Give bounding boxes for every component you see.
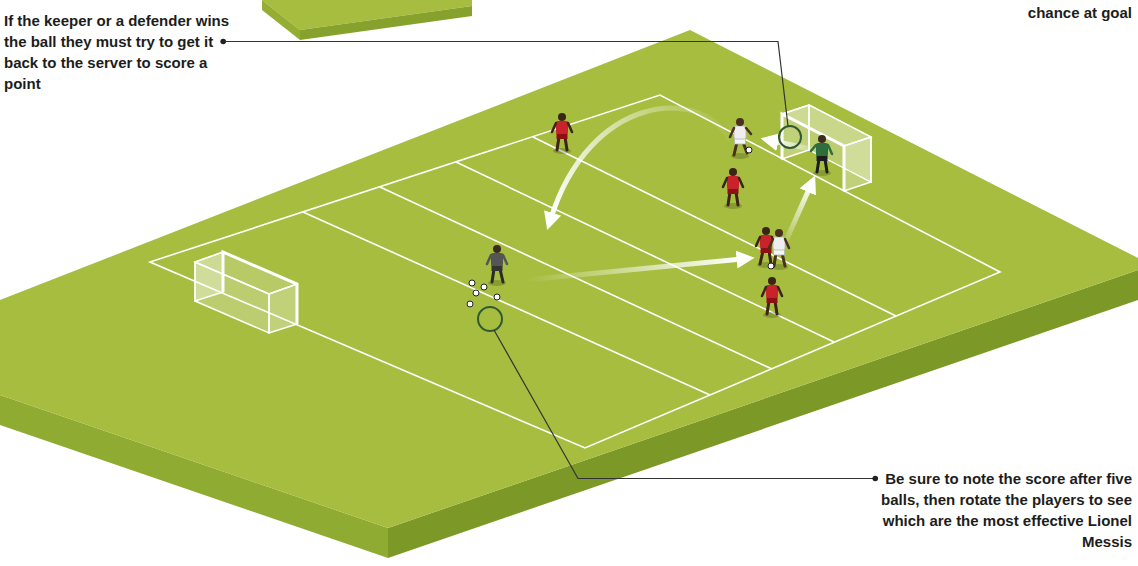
callout-circle — [478, 307, 502, 331]
arms — [730, 128, 751, 137]
callout-circle — [779, 126, 801, 148]
shirt — [816, 143, 828, 156]
white-player — [769, 229, 789, 270]
arms — [769, 239, 789, 248]
ball — [473, 290, 479, 296]
shirt — [727, 176, 739, 189]
zone-line — [380, 187, 772, 369]
head — [736, 118, 744, 126]
head — [558, 113, 566, 121]
red-player — [552, 113, 572, 154]
red-player — [762, 277, 782, 318]
shirt — [766, 285, 778, 298]
goalkeeper — [811, 135, 832, 176]
pass-arrow — [525, 259, 742, 280]
ball — [481, 284, 487, 290]
pass-arrow — [785, 187, 810, 243]
return-arrow — [551, 108, 730, 218]
head — [729, 168, 737, 176]
callout-note: chance at goal — [1028, 2, 1132, 23]
head — [762, 227, 770, 235]
board-side — [262, 0, 300, 40]
zone-line — [303, 212, 710, 395]
callout-note: Be sure to note the score after five bal… — [852, 468, 1132, 552]
head — [493, 245, 501, 253]
red-player — [723, 168, 743, 209]
leader-line — [494, 330, 875, 479]
goal-frame — [223, 252, 297, 324]
callout-note: If the keeper or a defender wins the bal… — [4, 10, 239, 94]
left-goal — [195, 252, 297, 333]
leader-dot — [220, 39, 226, 45]
arms — [552, 123, 572, 132]
head — [768, 277, 776, 285]
shirt — [491, 253, 503, 266]
ball — [768, 263, 774, 269]
server-player — [487, 245, 507, 286]
field-boundary — [150, 95, 1000, 448]
zone-line — [456, 162, 834, 342]
shirt — [734, 126, 746, 139]
ball — [746, 147, 752, 153]
ball — [467, 301, 473, 307]
board-top — [0, 30, 1138, 528]
white-player — [730, 118, 751, 159]
board-side — [300, 6, 472, 40]
goal-net — [195, 252, 297, 294]
ball — [469, 280, 475, 286]
leader-line — [223, 42, 788, 127]
goal-net — [782, 105, 871, 146]
shirt — [556, 121, 568, 134]
leader-dot — [872, 476, 878, 482]
arms — [762, 287, 782, 296]
arms — [487, 255, 507, 264]
arms — [811, 145, 832, 154]
head — [775, 229, 783, 237]
head — [818, 135, 826, 143]
arms — [723, 178, 743, 187]
shirt — [773, 237, 785, 250]
ball — [494, 294, 500, 300]
